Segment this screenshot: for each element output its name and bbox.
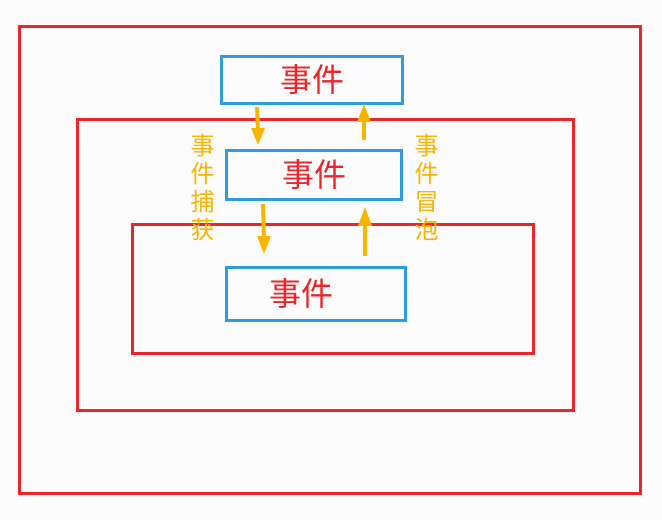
inner-container xyxy=(131,223,535,355)
arrow-up-icon xyxy=(358,207,372,256)
outer-container xyxy=(18,25,642,495)
inner-event-label: 事件 xyxy=(268,275,333,313)
capture-phase-label: 事件捕获 xyxy=(186,133,214,245)
arrow-down-icon xyxy=(257,203,271,254)
middle-event-box: 事件 xyxy=(225,149,403,201)
inner-event-box: 事件 xyxy=(225,266,407,322)
outer-event-label: 事件 xyxy=(279,61,344,99)
middle-container xyxy=(76,118,575,412)
outer-event-box: 事件 xyxy=(220,55,404,105)
middle-event-label: 事件 xyxy=(281,156,346,194)
bubble-phase-label: 事件冒泡 xyxy=(410,133,438,245)
arrow-down-icon xyxy=(251,106,265,145)
arrow-up-icon xyxy=(357,104,371,140)
